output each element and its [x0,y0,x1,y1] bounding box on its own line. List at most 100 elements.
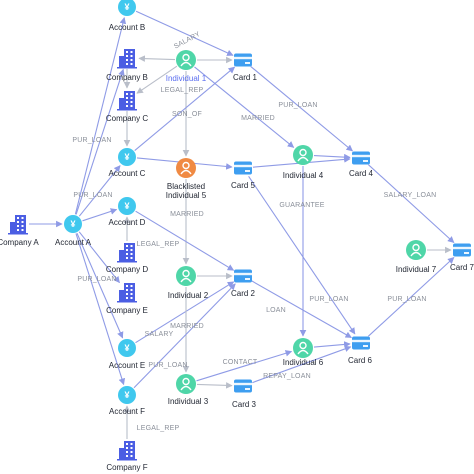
person-icon [176,374,196,394]
building-icon [117,283,137,303]
node-individual-6[interactable]: Individual 6 [283,338,324,367]
node-label: Individual 1 [166,74,207,83]
edge-label: MARRIED [170,323,204,330]
edge-card-3-to-card-6 [252,345,352,384]
edge-account-e-to-card-2 [135,281,235,344]
node-account-c[interactable]: ¥Account C [109,148,146,178]
node-card-7[interactable]: Card 7 [450,243,474,273]
node-label: Company F [106,463,147,472]
edge-label: REPAY_LOAN [263,373,311,380]
edge-card-6-to-card-7 [368,257,455,337]
node-individual-4[interactable]: Individual 4 [283,145,324,180]
node-label: Company C [106,114,148,123]
card-icon [352,336,370,350]
edge-label: PUR_LOAN [77,276,116,283]
edge-label: MARRIED [170,211,204,218]
node-card-3[interactable]: Card 3 [232,379,257,410]
edge-label: PUR_LOAN [387,296,426,303]
edge-label: SALARY_LOAN [384,192,437,199]
edge-card-5-to-card-6 [248,175,356,335]
node-account-f[interactable]: ¥Account F [109,386,145,416]
edge-account-f-to-card-2 [133,283,236,389]
yen-icon: ¥ [118,0,136,16]
edge-label: CONTACT [223,359,258,366]
node-company-c[interactable]: Company C [106,91,148,123]
edge-labels-layer: SALARY LEGAL_REP SON_OF MARRIED PUR_LOAN PUR_… [72,31,436,432]
person-icon [176,50,196,70]
node-account-b[interactable]: ¥ Account B [109,0,145,32]
node-label: Account E [109,361,145,370]
svg-text:¥: ¥ [124,343,129,353]
yen-icon: ¥ [118,386,136,404]
node-company-f[interactable]: Company F [106,441,148,472]
edge-label: PUR_LOAN [148,362,187,369]
edge-label: SON_OF [172,111,202,118]
node-individual-1[interactable]: Individual 1 [166,50,207,83]
node-individual-7[interactable]: Individual 7 [396,240,437,274]
svg-text:¥: ¥ [124,201,129,211]
node-label: Card 3 [232,400,257,409]
edge-individual-3-to-card-3 [196,382,233,389]
node-label: Account D [109,218,146,227]
building-icon [117,441,137,461]
node-label: Individual 7 [396,265,437,274]
edge-individual-3-to-individual-6 [196,350,293,382]
edge-account-b-to-card-1 [135,10,234,56]
node-card-6[interactable]: Card 6 [348,336,373,366]
edge-account-a-to-account-c [78,165,121,217]
building-icon [8,215,28,235]
card-icon [234,269,252,283]
edge-label: MARRIED [241,115,275,122]
node-label: Account B [109,23,145,32]
node-label: Card 5 [231,181,256,190]
person-icon [176,158,196,178]
edge-account-c-to-card-1 [134,66,236,152]
node-card-5[interactable]: Card 5 [231,161,256,191]
edge-account-a-to-account-e [76,232,124,339]
node-account-a[interactable]: ¥Account A [55,215,92,247]
edge-account-a-to-account-b [74,17,127,215]
card-icon [234,161,252,175]
card-icon [453,243,471,257]
svg-text:¥: ¥ [70,219,75,229]
yen-icon: ¥ [118,339,136,357]
node-company-d[interactable]: Company D [106,243,148,274]
edge-label: LEGAL_REP [161,87,204,94]
node-account-e[interactable]: ¥ Account E [109,339,145,370]
edge-card-4-to-card-7 [368,164,455,244]
node-company-b[interactable]: Company B [106,49,148,82]
node-label: Company B [106,73,148,82]
yen-icon: ¥ [64,215,82,233]
node-individual-2[interactable]: Individual 2 [168,266,209,300]
node-label: Individual 3 [168,397,209,406]
yen-icon: ¥ [118,148,136,166]
edge-account-a-to-company-e [78,231,120,284]
node-label: Card 1 [233,73,258,82]
edge-account-a-to-account-d [82,208,118,222]
node-individual-3[interactable]: Individual 3 [168,374,209,406]
edge-individual-1-to-company-c [136,65,178,94]
yen-icon: ¥ [118,197,136,215]
node-label: Card 7 [450,263,474,272]
node-account-d[interactable]: ¥ Account D [109,197,146,227]
node-card-1[interactable]: Card 1 [233,53,258,83]
edge-label: LEGAL_REP [137,425,180,432]
node-company-a[interactable]: Company A [0,215,39,247]
svg-text:¥: ¥ [124,390,129,400]
edge-account-d-to-card-2 [135,210,235,271]
edge-label: LOAN [266,307,286,314]
edge-label: SALARY [145,331,174,338]
person-icon [293,338,313,358]
node-label: Individual 2 [168,291,209,300]
node-card-4[interactable]: Card 4 [349,151,374,179]
node-card-2[interactable]: Card 2 [231,269,256,299]
card-icon [234,53,252,67]
node-company-e[interactable]: Company E [106,283,148,315]
edge-account-a-to-company-b [75,68,125,215]
node-label: Card 6 [348,356,373,365]
node-label: Company D [106,265,148,274]
card-icon [352,151,370,165]
